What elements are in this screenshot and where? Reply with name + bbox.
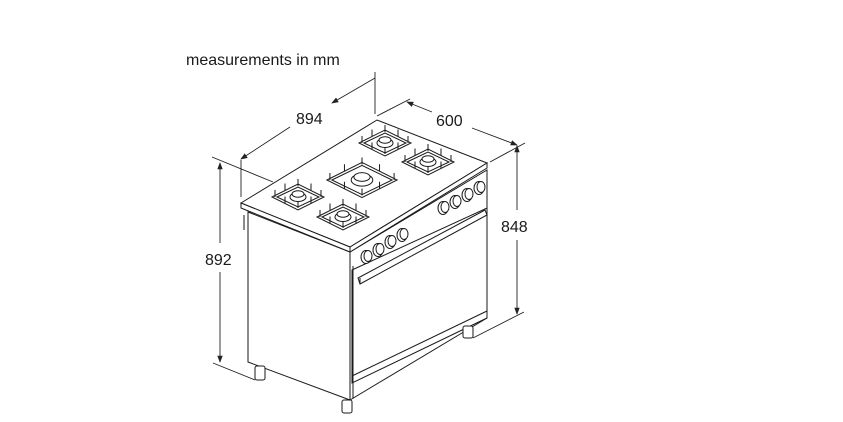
knob [396,228,409,242]
total-height-label: 892 [205,252,232,269]
burner-grate [325,157,399,199]
knob [372,243,385,257]
measurements-caption: measurements in mm [186,52,340,69]
burner-icon [376,136,394,148]
knob [384,235,397,249]
body-height-label: 848 [501,219,528,236]
legs [254,325,474,414]
dimension-depth: 600 [376,98,526,163]
depth-label: 600 [436,113,463,130]
width-label: 894 [296,111,323,128]
burner-icon [289,190,307,202]
dimension-body-height: 848 [472,145,528,339]
burner-grate [270,179,326,211]
burner-icon [350,172,374,187]
burner-icon [419,155,437,167]
knob [461,188,474,202]
control-knobs [360,181,486,264]
knob [449,195,462,209]
burners [270,125,456,231]
oven-door-handle [357,209,488,285]
dimension-total-height: 892 [205,156,274,381]
knob [437,201,450,215]
burner-grate [357,125,413,157]
knob [473,181,486,195]
dimension-width: 894 [240,72,376,197]
knob [360,250,373,264]
burner-grate [400,144,456,176]
burner-icon [334,210,352,222]
burner-grate [315,199,371,231]
